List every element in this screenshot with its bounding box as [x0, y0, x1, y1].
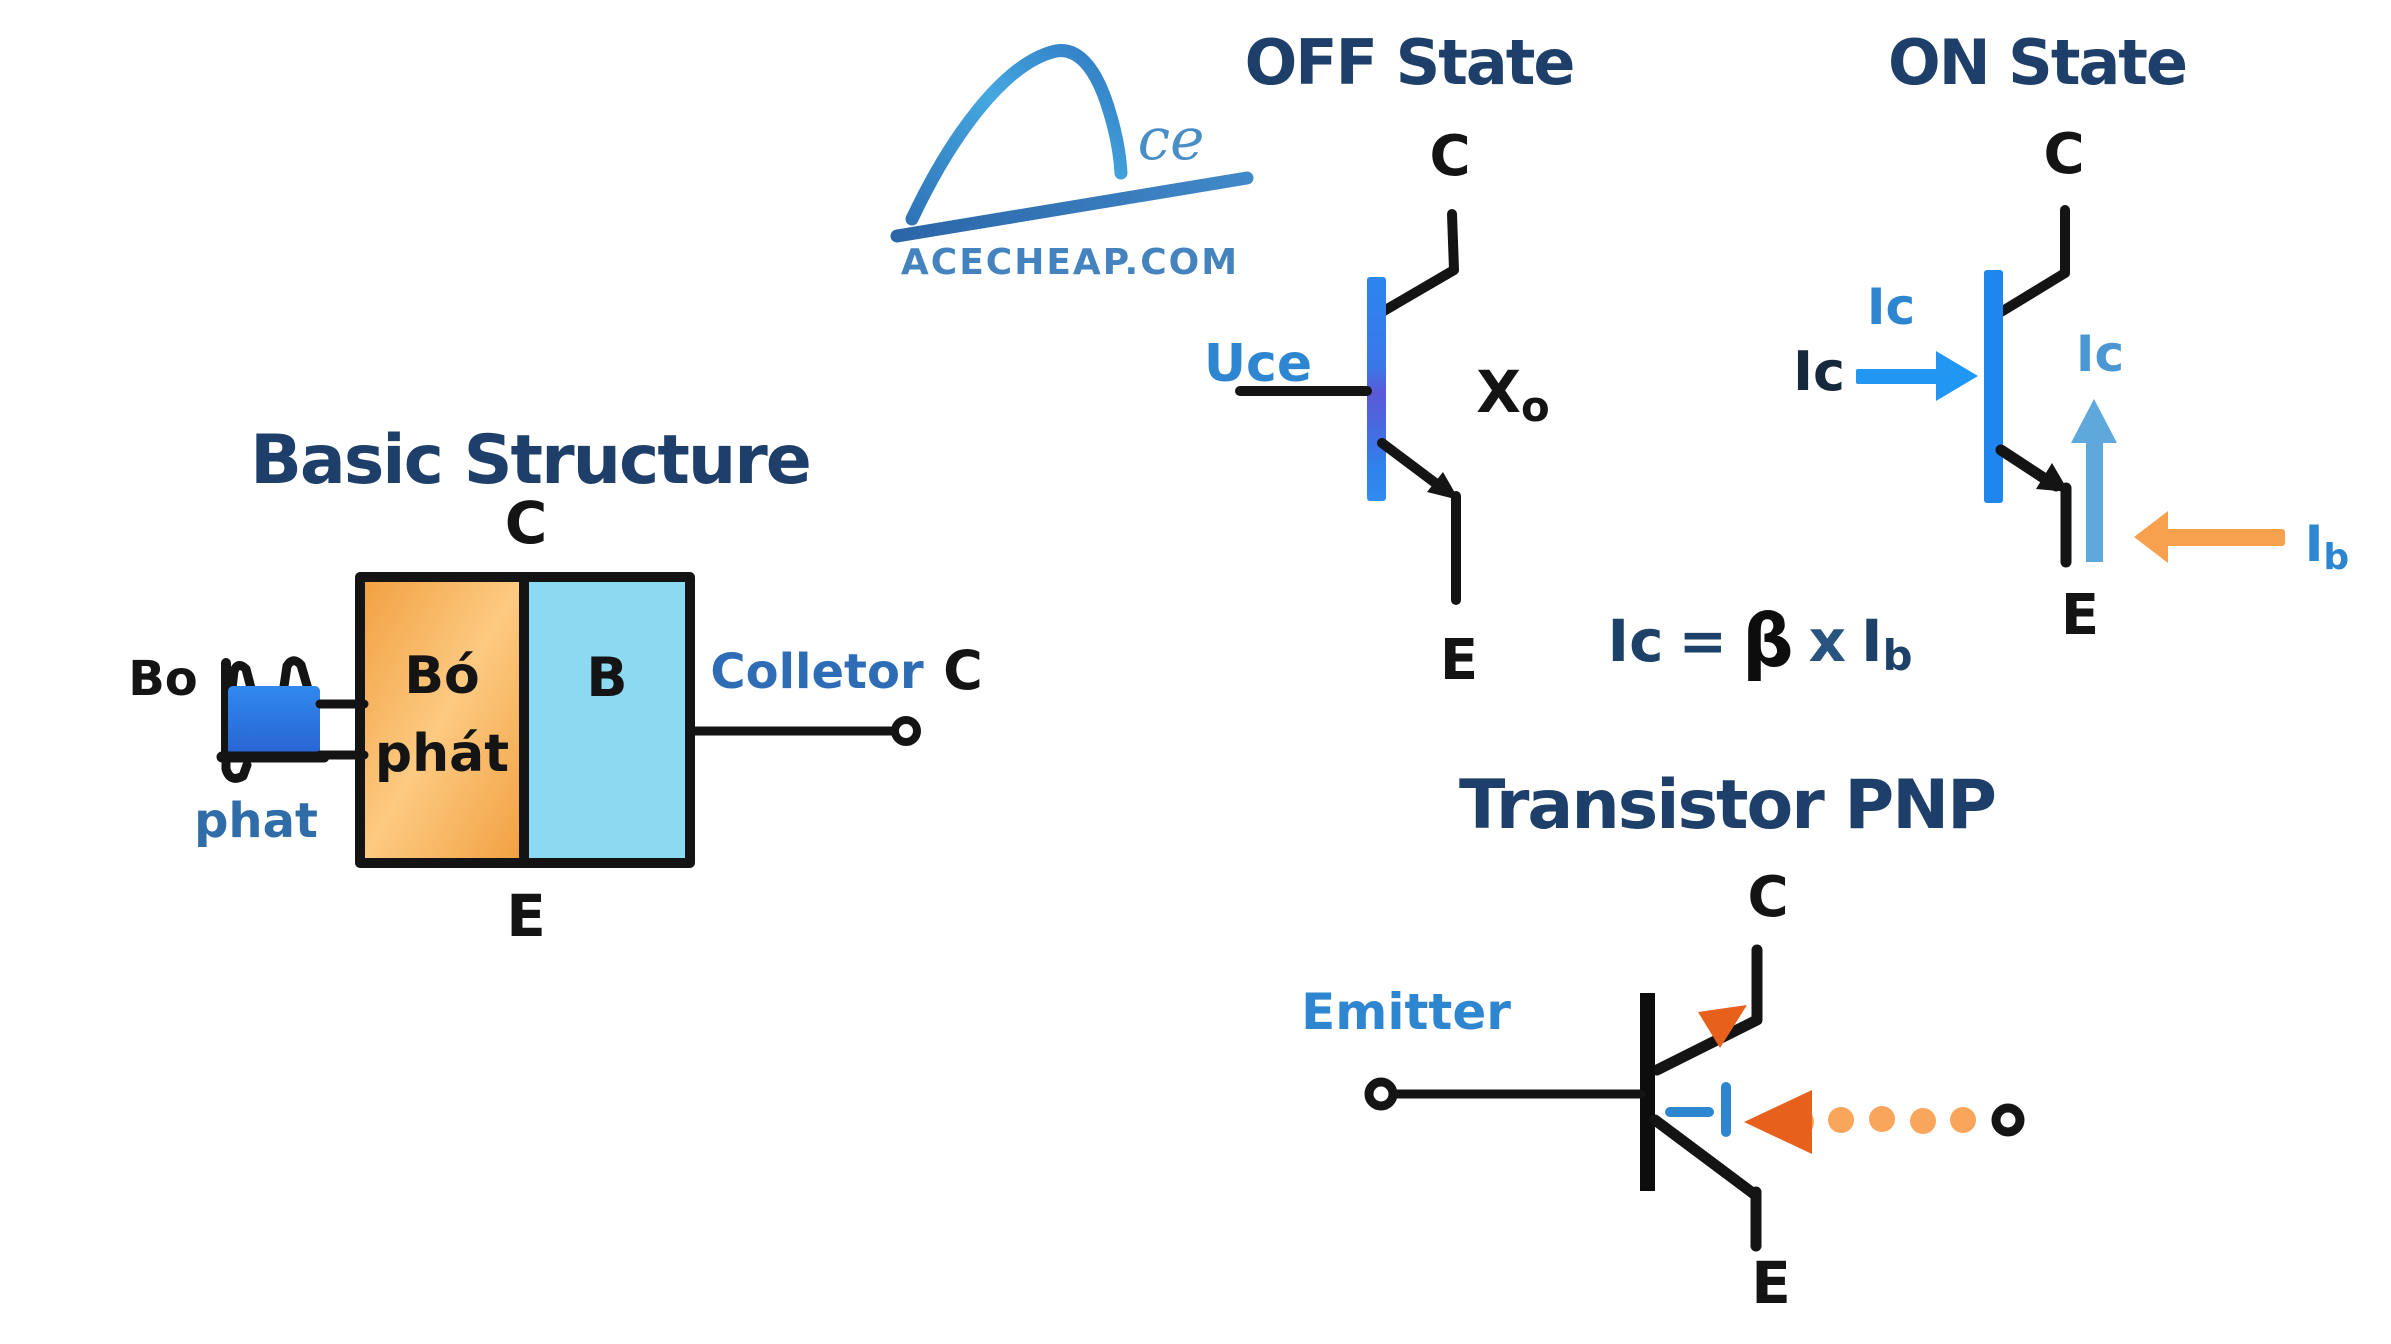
off-emitter-arrowhead [1427, 472, 1459, 500]
formula-lhs: Ic [1607, 607, 1664, 675]
formula-times: x [1808, 607, 1847, 675]
collector-terminal [891, 716, 921, 746]
pnp-collector-lead [1651, 944, 1763, 1076]
ic-up-arrow-head [2071, 399, 2117, 443]
on-emitter-arrowhead [2036, 463, 2069, 492]
on-ic-above-arrow: Ic [1866, 278, 1916, 336]
logo-underline [890, 171, 1254, 243]
on-pin-e: E [2060, 583, 2100, 648]
logo-ce-text: ce [1137, 105, 1205, 173]
emitter-region-fill [363, 580, 521, 860]
basic-structure-figure [216, 572, 921, 868]
doodle-bump-1 [226, 661, 257, 702]
doodle-bump-2 [278, 656, 313, 698]
current-dot-3 [1910, 1108, 1936, 1134]
pnp-pin-c: C [1747, 865, 1789, 930]
ic-arrow-head [1936, 351, 1978, 401]
on-collector-lead [1996, 205, 2070, 317]
current-dot-2 [1869, 1106, 1895, 1132]
basic-left-pin-sublabel: phat [194, 793, 318, 849]
pnp-symbol [1364, 944, 2025, 1252]
on-ic-input-label: Ic [1792, 340, 1846, 403]
formula-rhs-main: I [1861, 607, 1883, 675]
off-x-sub: o [1521, 382, 1550, 432]
off-state-symbol [1235, 209, 1461, 605]
pnp-base-bar [1640, 993, 1655, 1191]
basic-structure-title: Basic Structure [250, 421, 812, 500]
doodle-blue-contact [228, 686, 320, 755]
doodle-hook [221, 748, 252, 783]
on-ib-main: I [2304, 515, 2324, 573]
gain-formula: Ic = β x Ib [1607, 605, 1912, 677]
off-uce-label: Uce [1203, 334, 1313, 394]
ib-arrow-shaft [2165, 529, 2285, 546]
on-state-title: ON State [1888, 26, 2188, 99]
ic-up-arrow-shaft [2086, 438, 2103, 562]
pnp-current-arrowhead [1744, 1090, 1812, 1154]
collector-pin-label: C [943, 639, 983, 702]
off-state-title: OFF State [1244, 26, 1576, 99]
on-ib-label: Ib [2305, 519, 2349, 575]
left-lead-doodle [216, 656, 369, 783]
formula-rhs-sub: b [1882, 631, 1913, 681]
pnp-upper-arrowhead [1698, 1005, 1747, 1048]
on-ib-sub: b [2323, 536, 2350, 578]
formula-equals: = [1678, 607, 1728, 675]
off-pin-e: E [1439, 628, 1479, 693]
collector-word-label: Colletor [710, 644, 924, 700]
on-state-symbol [1856, 205, 2285, 568]
emitter-region-label-line1: Bó [404, 646, 480, 706]
basic-pin-c: C [504, 489, 548, 557]
formula-beta: β [1742, 599, 1794, 683]
current-dot-4 [1950, 1107, 1976, 1133]
basic-left-pin-label: Bo [128, 651, 198, 707]
ib-arrow-head [2134, 511, 2168, 563]
on-pin-c: C [2043, 122, 2085, 187]
base-region-fill [527, 580, 685, 860]
formula-rhs: Ib [1861, 612, 1912, 676]
basic-pin-e: E [506, 882, 546, 950]
on-ic-up-arrow-label: Ic [2075, 325, 2125, 383]
base-region-label: B [586, 646, 628, 709]
current-dot-1 [1828, 1107, 1854, 1133]
pnp-right-terminal [1991, 1103, 2025, 1137]
on-base-bar [1984, 270, 2003, 503]
emitter-region-label-line2: phát [374, 724, 510, 784]
transistor-pnp-title: Transistor PNP [1458, 766, 1997, 845]
off-x-marker: Xo [1476, 363, 1549, 427]
pnp-lower-diagonal [1649, 1114, 1760, 1200]
off-collector-lead [1377, 209, 1459, 317]
pnp-emitter-label: Emitter [1301, 983, 1511, 1041]
off-x-main: X [1476, 358, 1522, 426]
pnp-pin-e: E [1751, 1249, 1791, 1317]
logo-arc [905, 44, 1128, 226]
logo-site-url: ACECHEAP.COM [900, 242, 1240, 283]
ic-arrow-shaft [1856, 369, 1938, 384]
off-pin-c: C [1429, 124, 1471, 189]
acecheap-logo-mark [890, 44, 1254, 243]
